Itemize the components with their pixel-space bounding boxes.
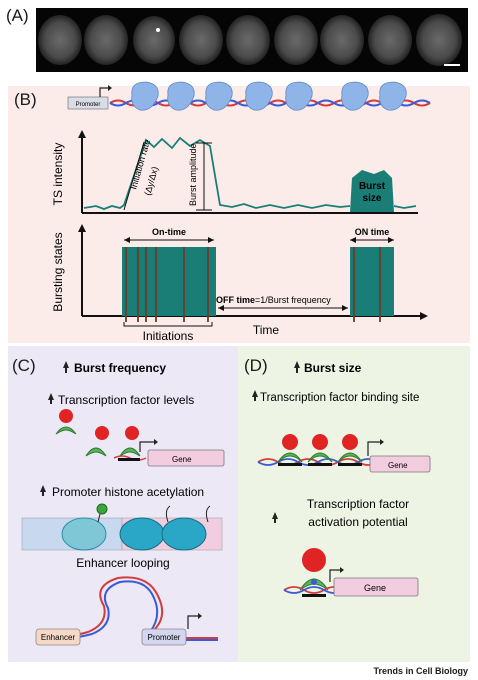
initiation-rate-line <box>123 141 145 211</box>
d-item2-line2: activation potential <box>308 515 407 529</box>
on-time-label: On-time <box>152 227 186 237</box>
initiation-marks-2 <box>353 247 381 322</box>
enhancer-label: Enhancer <box>41 633 76 642</box>
initiation-marks-1 <box>125 247 209 322</box>
nucleus-8 <box>368 15 412 65</box>
d-gene-box <box>369 455 431 473</box>
polymerase-4 <box>245 81 273 111</box>
nucleus-2 <box>84 15 128 65</box>
c-promoter-label: Promoter <box>148 633 181 642</box>
on-block-1 <box>122 247 216 316</box>
polymerase-7 <box>379 81 407 111</box>
d-item1-label: Transcription factor binding site <box>260 392 419 404</box>
panel-c-diagram: Burst frequency Transcription factor lev… <box>21 361 225 646</box>
panel-d-diagram: Burst size Transcription factor binding … <box>252 361 431 597</box>
c-gene-arrow <box>139 441 156 452</box>
d-item2-line1: Transcription factor <box>307 497 409 511</box>
scale-bar <box>444 64 460 66</box>
on-block-2 <box>350 247 394 316</box>
c-gene-box <box>147 449 225 467</box>
panel-d <box>238 346 470 662</box>
up-arrow-icon-c-1 <box>48 393 54 404</box>
ts-trace <box>83 136 351 210</box>
journal-footer: Trends in Cell Biology <box>373 666 468 676</box>
up-arrow-icon-d-1 <box>252 390 258 401</box>
panel-b-diagram: Promoter TS intensity Burst size Initiat… <box>51 81 431 343</box>
panel-b-label: (B) <box>14 90 37 109</box>
up-arrow-icon-d-title <box>294 361 300 373</box>
nucleus-1 <box>38 15 82 65</box>
panel-c-label: (C) <box>12 356 36 375</box>
panel-a-label: (A) <box>6 6 29 25</box>
panel-c-title: Burst frequency <box>74 361 166 375</box>
initiation-rate-formula: (Δy/Δx) <box>142 165 160 196</box>
time-label: Time <box>253 323 280 337</box>
promoter-arrow <box>99 87 110 97</box>
off-time-label: OFF time=1/Burst frequency <box>216 295 331 305</box>
binding-sites-icon <box>257 434 379 466</box>
d-gene2-box <box>333 577 419 597</box>
size-label: size <box>363 193 382 204</box>
polymerase-5 <box>285 81 313 111</box>
enhancer-box <box>35 628 81 646</box>
polymerase-2 <box>167 81 195 111</box>
up-arrow-icon-c-title <box>63 361 69 373</box>
panel-c <box>8 346 238 662</box>
initiations-label: Initiations <box>143 329 194 343</box>
on-time-2-label: ON time <box>355 227 390 237</box>
promoter-box <box>67 96 109 110</box>
burst-label: Burst <box>359 181 386 192</box>
d-gene2-label: Gene <box>364 583 386 593</box>
dna-strand <box>109 99 431 107</box>
nucleus-3 <box>133 16 175 64</box>
ts-axis-label: TS intensity <box>51 143 65 206</box>
nucleus-5 <box>226 15 270 65</box>
panel-d-title: Burst size <box>304 361 362 375</box>
promoter-text: Promoter <box>76 102 101 108</box>
nucleus-6 <box>274 15 318 65</box>
up-arrow-icon-c-2 <box>40 485 46 496</box>
c-item1-label: Transcription factor levels <box>58 393 194 407</box>
nucleus-4 <box>179 15 223 65</box>
c-item2-label: Promoter histone acetylation <box>52 485 204 499</box>
burst-size-shape <box>350 170 394 212</box>
burst-amplitude-label: Burst amplitude <box>188 143 198 206</box>
microscopy-strip <box>36 8 468 72</box>
rna-polymerases <box>131 81 407 111</box>
polymerase-3 <box>205 81 233 111</box>
c-gene-label: Gene <box>172 455 192 464</box>
polymerase-1 <box>131 81 159 111</box>
c-promoter-box <box>141 628 187 646</box>
nucleus-7 <box>320 15 364 65</box>
up-arrow-icon-d-2 <box>272 512 278 523</box>
initiations-bracket <box>123 322 213 327</box>
nucleus-9 <box>416 14 462 66</box>
d-gene-label: Gene <box>388 461 408 470</box>
histone-acetylation-icon <box>21 503 223 551</box>
c-item3-label: Enhancer looping <box>76 556 169 570</box>
nuclei-images <box>38 14 462 66</box>
polymerase-6 <box>341 81 369 111</box>
transcription-factors-icon <box>55 409 141 457</box>
panel-d-label: (D) <box>244 356 268 375</box>
states-axis-label: Bursting states <box>51 232 65 311</box>
